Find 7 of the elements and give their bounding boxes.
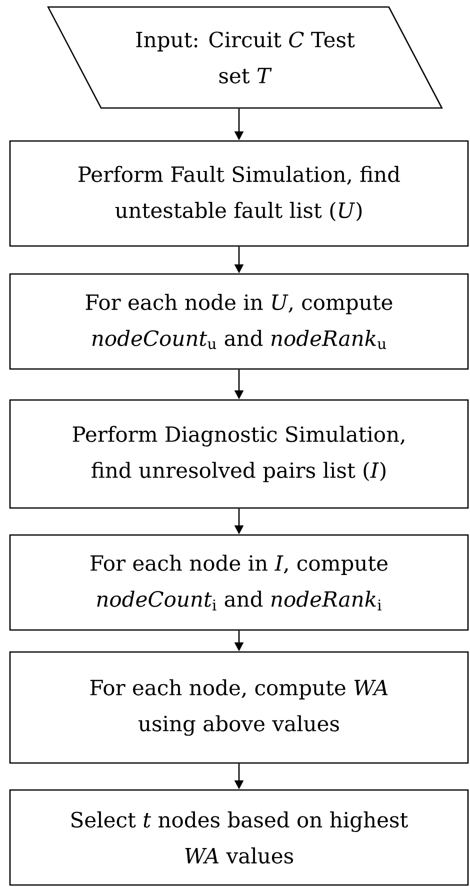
input-parallelogram: Input: Circuit C Test set T [47, 6, 443, 109]
process-box: Select t nodes based on highest WA values [9, 789, 469, 886]
process-box: For each node, compute WA using above values [9, 651, 469, 764]
process-box: For each node in U, compute nodeCount$_{u}$ and nodeRank$_{u}$ [9, 273, 469, 370]
process-box: Perform Diagnostic Simulation, find unresolved pairs list (I) [9, 399, 469, 509]
process-box: Perform Fault Simulation, find untestable fault list (U) [9, 140, 469, 247]
process-box: For each node in I, compute nodeCount$_{i}$ and nodeRank$_{i}$ [9, 534, 469, 631]
